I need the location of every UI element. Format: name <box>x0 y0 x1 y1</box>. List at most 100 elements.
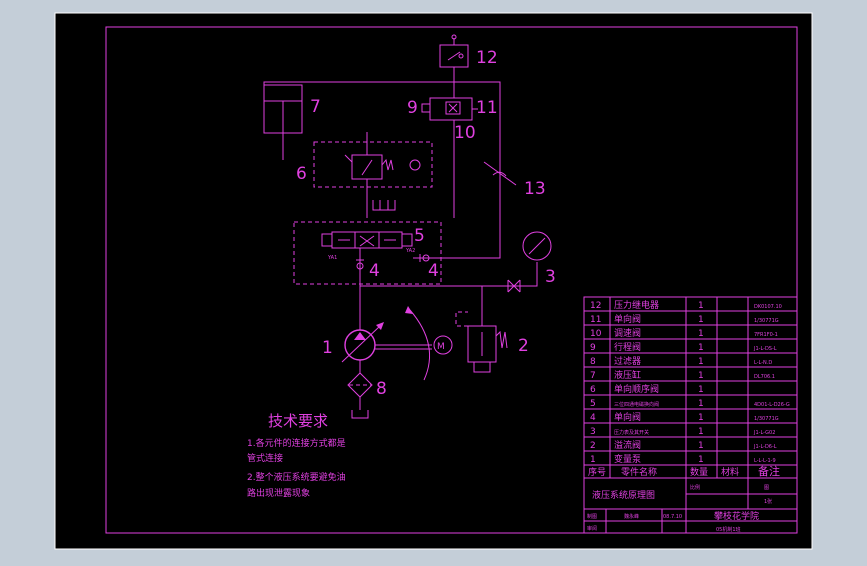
bom-row-code: DK0107.10 <box>754 304 782 310</box>
bom-row-qty: 1 <box>698 427 704 437</box>
gauge-line <box>360 262 538 287</box>
throttle-symbol <box>483 161 517 186</box>
bom-row-code: DL706.1 <box>754 374 775 380</box>
bom-row-qty: 1 <box>698 413 704 423</box>
requirement-1b: 管式连接 <box>247 452 283 464</box>
variable-pump-symbol <box>341 306 453 381</box>
ratio-label: 比例 <box>690 484 700 491</box>
bom-row-code: L-L-L-1-9 <box>754 458 776 464</box>
bom-row-code: 7FR1F0-1 <box>754 332 778 338</box>
bom-row-qty: 1 <box>698 357 704 367</box>
bom-row-code: J1-L-DS-L <box>753 346 777 352</box>
label-4b: 4 <box>428 261 439 281</box>
drawing-title: 液压系统原理图 <box>592 489 655 501</box>
directional-valve-symbol <box>293 221 442 285</box>
label-8: 8 <box>376 379 387 399</box>
header-no: 序号 <box>588 466 606 478</box>
bom-row-qty: 1 <box>698 315 704 325</box>
label-6: 6 <box>296 164 307 184</box>
bom-row-no: 5 <box>590 399 596 409</box>
bom-row-name: 压力继电器 <box>614 299 659 311</box>
requirements-title: 技术要求 <box>268 412 328 430</box>
label-13: 13 <box>524 179 546 199</box>
bom-row-code: 1/30771G <box>754 416 779 422</box>
school-name: 攀枝花学院 <box>714 510 759 522</box>
header-name: 零件名称 <box>621 466 657 478</box>
header-qty: 数量 <box>690 466 708 478</box>
header-material: 材料 <box>721 466 739 478</box>
bom-row-name: 三位四通电磁换向阀 <box>614 401 659 408</box>
bom-row-name: 单向阀 <box>614 313 641 325</box>
label-9: 9 <box>407 98 418 118</box>
bom-row-qty: 1 <box>698 371 704 381</box>
bom-row-name: 液压缸 <box>614 369 641 381</box>
motor-label: M <box>437 342 445 352</box>
bom-row-name: 行程阀 <box>614 341 641 353</box>
title-block <box>584 478 797 533</box>
bom-row-name: 变量泵 <box>614 453 641 465</box>
reviewer-label: 审阅 <box>587 525 597 532</box>
inner-frame <box>105 26 798 534</box>
bom-row-code: 4D01-L-D26-G <box>754 402 790 408</box>
bom-row-code: 1/30771G <box>754 318 779 324</box>
hydraulic-cylinder-symbol <box>263 84 303 160</box>
bom-row-no: 7 <box>590 371 596 381</box>
sheet-mark: 图 <box>764 485 769 491</box>
bom-row-qty: 1 <box>698 343 704 353</box>
stroke-valve-group-symbol <box>421 97 478 121</box>
bom-row-no: 10 <box>590 329 602 339</box>
tank-symbols <box>372 200 396 211</box>
bom-row-no: 6 <box>590 385 596 395</box>
bom-row-no: 11 <box>590 315 601 325</box>
bom-row-no: 12 <box>590 301 601 311</box>
pressure-gauge-symbol <box>507 231 552 293</box>
technical-requirements: 技术要求 1.各元件的连接方式都是 管式连接 2.整个液压系统要避免油 路出现泄… <box>247 412 346 499</box>
bom-row-code: J1-L-G02 <box>753 430 775 436</box>
label-4a: 4 <box>369 261 380 281</box>
bom-row-no: 4 <box>590 413 596 423</box>
designer-name: 魏永峰 <box>624 513 639 520</box>
bom-row-qty: 1 <box>698 455 704 465</box>
label-7: 7 <box>310 97 321 117</box>
filter-symbol <box>347 360 373 419</box>
bom-row-qty: 1 <box>698 329 704 339</box>
label-ya2: YA2 <box>405 248 415 254</box>
design-date: 08.7.10 <box>663 514 682 520</box>
requirement-2a: 2.整个液压系统要避免油 <box>247 471 346 483</box>
label-3: 3 <box>545 267 556 287</box>
label-11: 11 <box>476 98 498 118</box>
return-line <box>263 81 501 259</box>
sequence-valve-symbol <box>313 132 433 218</box>
relief-valve-symbol <box>455 286 508 373</box>
bom-row-name: 过滤器 <box>614 355 641 367</box>
bom-row-no: 8 <box>590 357 596 367</box>
label-2: 2 <box>518 336 529 356</box>
sheet-count: 1张 <box>764 498 772 505</box>
label-12: 12 <box>476 48 498 68</box>
bom-row-no: 3 <box>590 427 596 437</box>
header-remark: 备注 <box>758 464 780 478</box>
class-name: 05机制1班 <box>716 526 741 533</box>
bom-row-name: 单向阀 <box>614 411 641 423</box>
bom-row-no: 9 <box>590 343 596 353</box>
bom-row-name: 溢流阀 <box>614 439 641 451</box>
label-ya1: YA1 <box>327 255 337 261</box>
bom-row-qty: 1 <box>698 399 704 409</box>
bom-row-name: 调速阀 <box>614 328 641 339</box>
bom-row-code: L-L-N.D <box>754 360 772 366</box>
bom-row-name: 单向顺序阀 <box>614 383 659 395</box>
bom-row-no: 1 <box>590 455 596 465</box>
bom-row-no: 2 <box>590 441 596 451</box>
bom-row-name: 压力表及其开关 <box>614 429 649 436</box>
requirement-1a: 1.各元件的连接方式都是 <box>247 437 346 449</box>
label-1: 1 <box>322 338 333 358</box>
label-10: 10 <box>454 123 476 143</box>
bom-row-qty: 1 <box>698 441 704 451</box>
requirement-2b: 路出现泄露现象 <box>247 487 310 499</box>
bom-row-qty: 1 <box>698 301 704 311</box>
bom-row-code: J1-L-D6-L <box>753 444 777 450</box>
bom-row-qty: 1 <box>698 385 704 395</box>
